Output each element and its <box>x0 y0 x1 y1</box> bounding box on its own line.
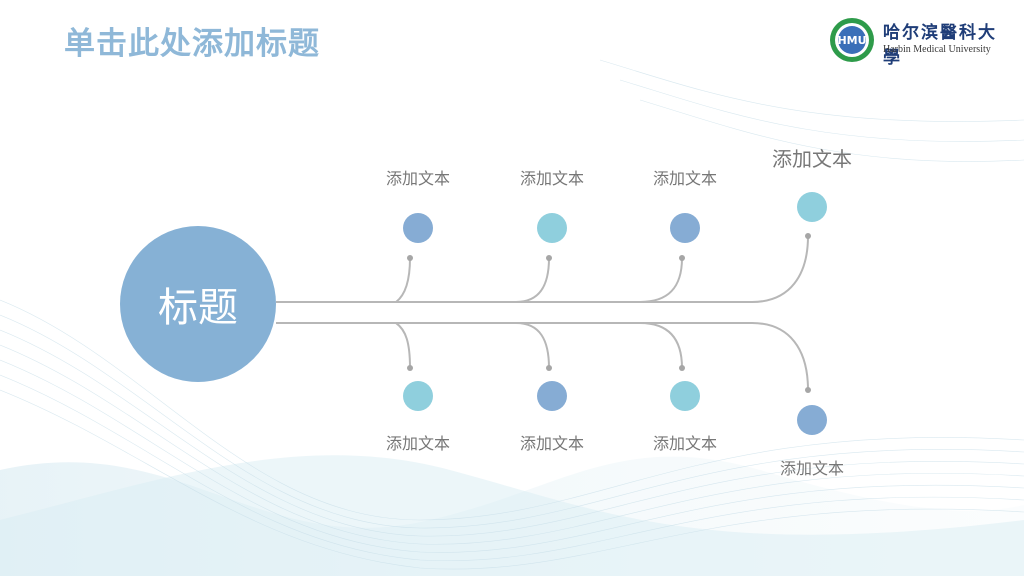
logo-english-name: Harbin Medical University <box>883 44 991 55</box>
top-branch-2-node <box>537 213 567 243</box>
bottom-branch-4-node <box>797 405 827 435</box>
top-branch-4-label[interactable]: 添加文本 <box>772 147 852 171</box>
logo-chinese-name: 哈尔滨醫科大學 <box>883 23 997 68</box>
top-branch-3-node <box>670 213 700 243</box>
bottom-branch-2-node <box>537 381 567 411</box>
bottom-branch-1-node <box>403 381 433 411</box>
center-title-circle[interactable]: 标题 <box>120 226 276 382</box>
university-logo: HMU 哈尔滨醫科大學 Harbin Medical University <box>828 16 1008 68</box>
badge-text: HMU <box>837 34 866 47</box>
page-title[interactable]: 单击此处添加标题 <box>64 26 320 62</box>
bottom-branch-4-label[interactable]: 添加文本 <box>779 459 844 478</box>
center-title-label: 标题 <box>158 285 238 331</box>
bottom-branch-2-label[interactable]: 添加文本 <box>519 434 584 453</box>
bottom-branch-3-node <box>670 381 700 411</box>
bottom-branch-3-label[interactable]: 添加文本 <box>652 434 717 453</box>
top-branch-1-label[interactable]: 添加文本 <box>385 169 450 188</box>
hmu-badge-icon: HMU <box>830 18 874 62</box>
top-branch-4-node <box>797 192 827 222</box>
bottom-branch-1-label[interactable]: 添加文本 <box>385 434 450 453</box>
top-branch-3-label[interactable]: 添加文本 <box>652 169 717 188</box>
top-branch-1-node <box>403 213 433 243</box>
top-branch-2-label[interactable]: 添加文本 <box>519 169 584 188</box>
